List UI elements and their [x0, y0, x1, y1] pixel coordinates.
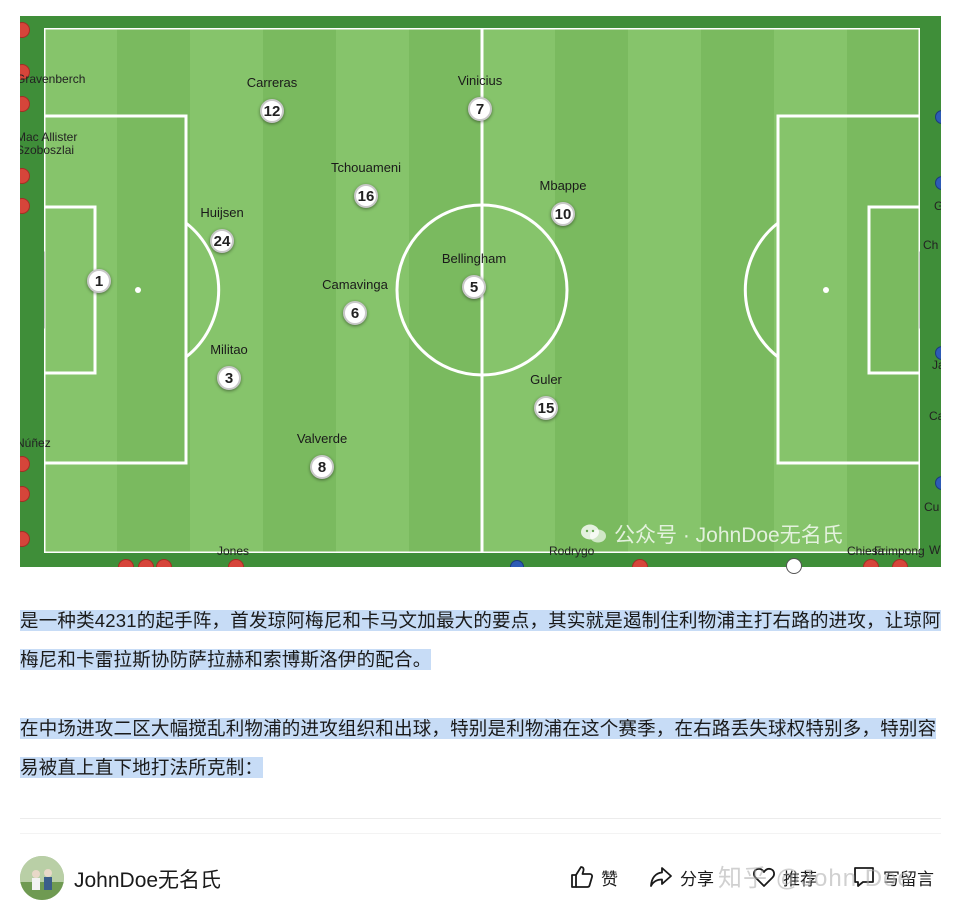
bench-player-name: Chiesa: [847, 544, 885, 558]
player-number: 12: [260, 99, 284, 123]
bench-player-name: Jones: [217, 544, 250, 558]
player-number: 5: [462, 275, 486, 299]
player-number: 1: [87, 269, 111, 293]
article-paragraph: 在中场进攻二区大幅搅乱利物浦的进攻组织和出球，特别是利物浦在这个赛季，在右路丢失…: [20, 709, 945, 787]
edge-label: W: [929, 543, 941, 557]
player-name: Tchouameni: [330, 160, 402, 175]
edge-label: Cu: [924, 500, 940, 514]
share-label: 分享: [680, 869, 714, 889]
player-number: 24: [210, 229, 234, 253]
player-number: 16: [354, 184, 378, 208]
bench-player-name: Frimpong: [874, 544, 925, 558]
edge-label: Ja: [932, 358, 941, 372]
bench-dot: [510, 560, 524, 567]
comment-button[interactable]: 写留言: [851, 864, 934, 890]
recommend-label: 推荐: [783, 869, 817, 889]
share-button[interactable]: 分享: [648, 864, 714, 890]
player-number: 6: [343, 301, 367, 325]
share-icon: [650, 867, 672, 887]
player-name: Carreras: [246, 75, 298, 90]
article-paragraph: 是一种类4231的起手阵，首发琼阿梅尼和卡马文加最大的要点，其实就是遏制住利物浦…: [20, 601, 945, 679]
player-name: Guler: [530, 372, 562, 387]
image-watermark: 公众号 · JohnDoe无名氏: [580, 519, 843, 549]
edge-label: Ca: [929, 409, 941, 423]
player-name: Militao: [210, 342, 248, 357]
ball-icon: [786, 558, 802, 574]
edge-label: Mac Allister: [20, 130, 78, 144]
author-name[interactable]: JohnDoe无名氏: [74, 869, 222, 892]
divider: [20, 833, 941, 834]
edge-label: Núñez: [20, 436, 51, 450]
player-name: Bellingham: [441, 251, 507, 266]
player-number: 15: [534, 396, 558, 420]
like-label: 赞: [601, 869, 618, 889]
watermark-text: 公众号 · JohnDoe无名氏: [614, 524, 843, 547]
player-name: Camavinga: [322, 277, 388, 292]
comment-label: 写留言: [883, 869, 934, 889]
like-button[interactable]: 赞: [569, 864, 618, 890]
thumbs-up-icon: [571, 866, 594, 888]
player-name: Vinicius: [457, 73, 503, 88]
player-name: Mbappe: [539, 178, 587, 193]
avatar[interactable]: [20, 856, 64, 900]
bench-player-name: Rodrygo: [549, 544, 595, 558]
paragraph-text: 在中场进攻二区大幅搅乱利物浦的进攻组织和出球，特别是利物浦在这个赛季，在右路丢失…: [20, 718, 937, 778]
recommend-button[interactable]: 推荐: [751, 864, 817, 890]
player-name: Huijsen: [200, 205, 244, 220]
platform-watermark: 知乎 @John Doe: [718, 865, 912, 892]
edge-label: Gravenberch: [20, 72, 86, 86]
edge-label: Ch: [923, 238, 939, 252]
heart-icon: [753, 867, 775, 887]
edge-label: Szoboszlai: [20, 143, 75, 157]
player-number: 8: [310, 455, 334, 479]
avatar-image: [20, 856, 64, 900]
edge-label: Ga: [934, 199, 941, 213]
wechat-icon: [581, 524, 606, 543]
paragraph-text: 是一种类4231的起手阵，首发琼阿梅尼和卡马文加最大的要点，其实就是遏制住利物浦…: [20, 610, 941, 670]
player-name: Valverde: [296, 431, 348, 446]
formation-image: Gravenberch Mac Allister Szoboszlai Núñe…: [20, 16, 941, 567]
player-number: 7: [468, 97, 492, 121]
divider: [20, 818, 941, 819]
player-number: 10: [551, 202, 575, 226]
player-number: 3: [217, 366, 241, 390]
comment-icon: [854, 867, 874, 887]
